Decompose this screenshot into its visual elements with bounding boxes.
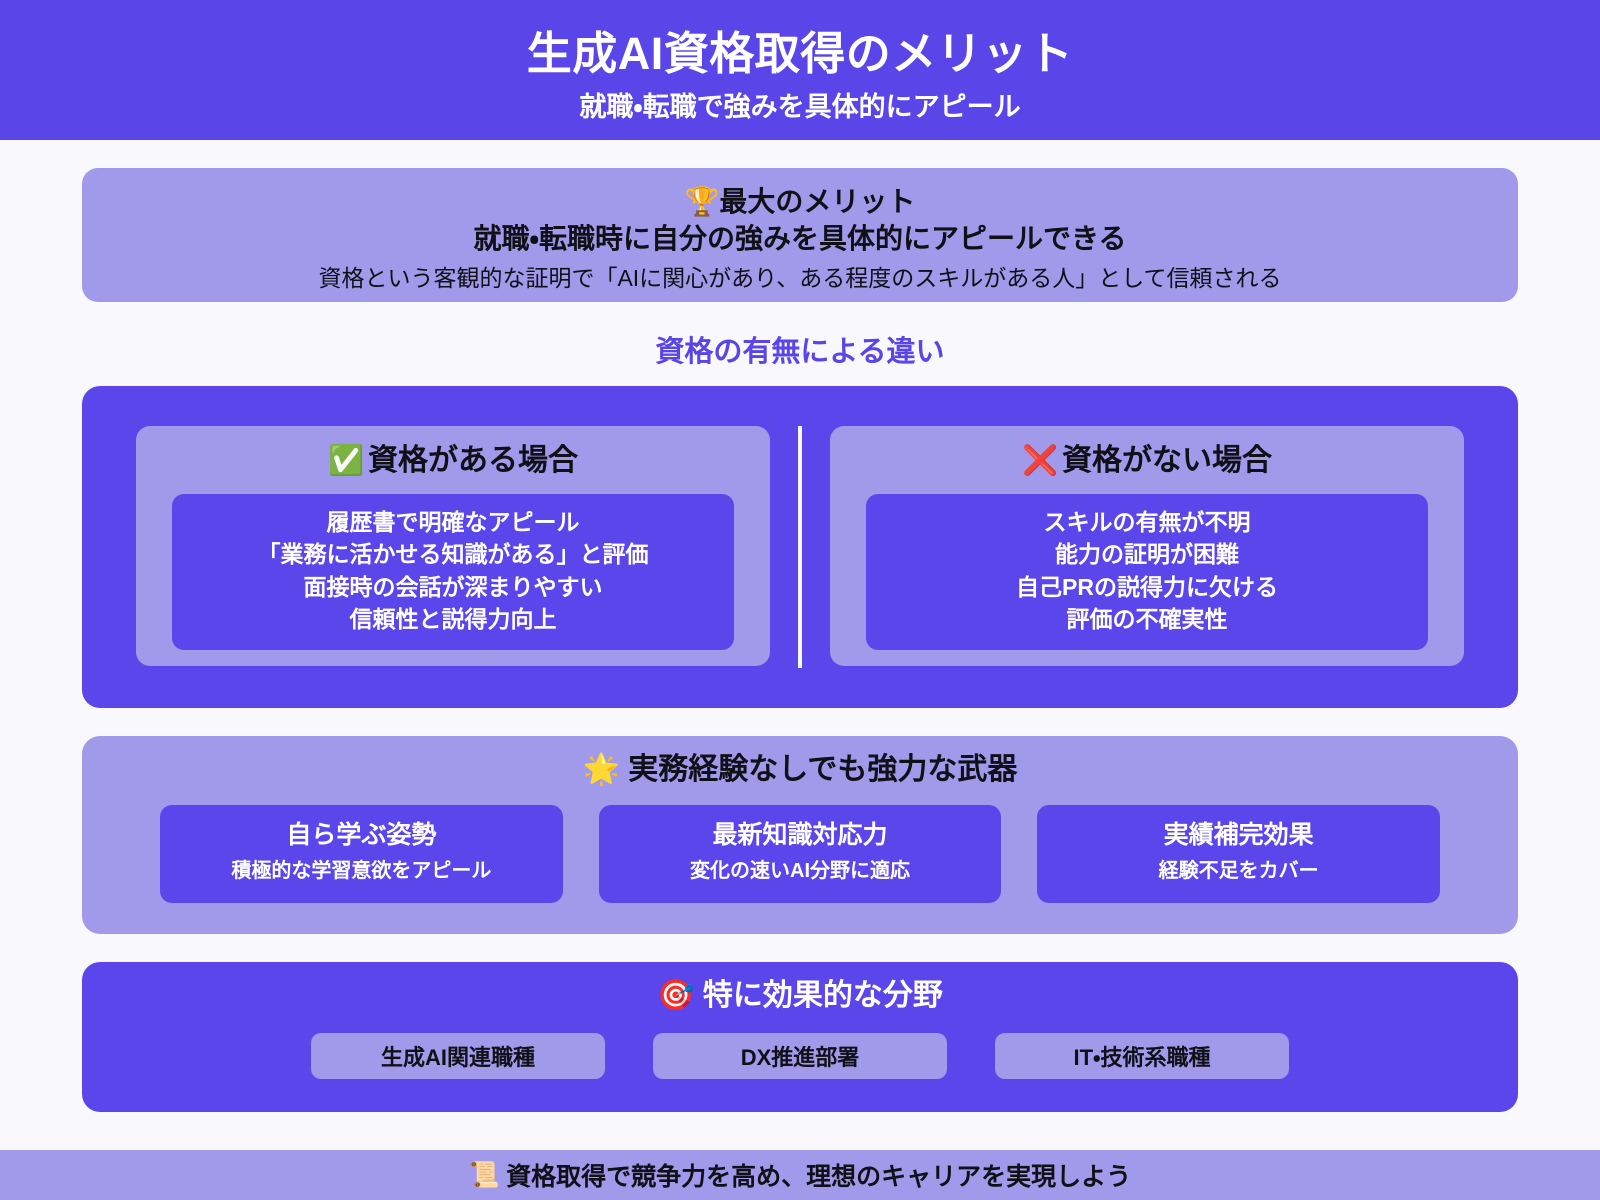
compare-card-without-title-row: ❌資格がない場合 [866,442,1428,480]
highlight-box: 🏆最大のメリット 就職・転職時に自分の強みを具体的にアピールできる 資格という客… [82,168,1518,302]
field-tag: IT・技術系職種 [995,1033,1289,1079]
glowing-star-icon: 🌟 [582,753,620,786]
comparison-divider [798,426,802,668]
compare-card-with-certification: ✅資格がある場合 履歴書で明確なアピール 「業務に活かせる知識がある」と評価 面… [136,426,770,666]
page-subtitle: 就職・転職で強みを具体的にアピール [579,92,1021,122]
compare-list-with: 履歴書で明確なアピール 「業務に活かせる知識がある」と評価 面接時の会話が深まり… [172,493,734,651]
weapon-card-title: 実績補完効果 [1163,821,1314,849]
weapon-card-title: 自ら学ぶ姿勢 [286,821,437,849]
compare-card-with-title-row: ✅資格がある場合 [172,442,734,480]
weapon-card: 最新知識対応力 変化の速いAI分野に適応 [598,805,1002,903]
direct-hit-icon: 🎯 [657,979,695,1012]
trophy-icon: 🏆 [684,186,720,217]
page-footer: 📜資格取得で競争力を高め、理想のキャリアを実現しよう [0,1150,1600,1200]
weapon-section-title: 実務経験なしでも強力な武器 [628,753,1018,786]
weapon-card-description: 変化の速いAI分野に適応 [690,859,910,882]
page-content: 🏆最大のメリット 就職・転職時に自分の強みを具体的にアピールできる 資格という客… [0,140,1600,1150]
highlight-label-row: 🏆最大のメリット [110,184,1490,219]
field-tag: DX推進部署 [653,1033,947,1079]
list-item: 履歴書で明確なアピール [326,508,580,535]
fields-section-title-row: 🎯 特に効果的な分野 [82,976,1518,1015]
weapon-card-title: 最新知識対応力 [712,821,888,849]
list-item: 能力の証明が困難 [1055,541,1239,568]
compare-card-without-title: 資格がない場合 [1062,444,1273,477]
page-header: 生成AI資格取得のメリット 就職・転職で強みを具体的にアピール [0,0,1600,140]
weapon-card-description: 経験不足をカバー [1158,859,1319,882]
fields-section-title: 特に効果的な分野 [702,979,943,1012]
check-mark-icon: ✅ [327,445,365,477]
highlight-main-text: 就職・転職時に自分の強みを具体的にアピールできる [473,223,1127,254]
comparison-section-title: 資格の有無による違い [655,336,945,368]
weapon-card-list: 自ら学ぶ姿勢 積極的な学習意欲をアピール 最新知識対応力 変化の速いAI分野に適… [160,805,1441,903]
field-tag: 生成AI関連職種 [311,1033,605,1079]
compare-list-without: スキルの有無が不明 能力の証明が困難 自己PRの説得力に欠ける 評価の不確実性 [866,493,1428,651]
scroll-icon: 📜 [468,1160,501,1189]
footer-text: 資格取得で競争力を高め、理想のキャリアを実現しよう [506,1163,1132,1191]
fields-section: 🎯 特に効果的な分野 生成AI関連職種 DX推進部署 IT・技術系職種 [82,962,1518,1112]
weapon-card: 自ら学ぶ姿勢 積極的な学習意欲をアピール [160,805,563,903]
cross-mark-icon: ❌ [1021,445,1059,477]
compare-card-without-certification: ❌資格がない場合 スキルの有無が不明 能力の証明が困難 自己PRの説得力に欠ける… [830,426,1464,666]
weapon-section: 🌟 実務経験なしでも強力な武器 自ら学ぶ姿勢 積極的な学習意欲をアピール 最新知… [82,736,1518,934]
list-item: 信頼性と説得力向上 [349,606,557,633]
list-item: 面接時の会話が深まりやすい [303,573,603,600]
page-title: 生成AI資格取得のメリット [526,27,1074,79]
list-item: 評価の不確実性 [1066,606,1228,633]
list-item: 「業務に活かせる知識がある」と評価 [257,541,649,568]
weapon-card-description: 積極的な学習意欲をアピール [231,859,492,882]
comparison-container: ✅資格がある場合 履歴書で明確なアピール 「業務に活かせる知識がある」と評価 面… [82,386,1518,708]
highlight-label: 最大のメリット [719,186,916,217]
compare-card-with-title: 資格がある場合 [368,444,579,477]
fields-tag-list: 生成AI関連職種 DX推進部署 IT・技術系職種 [82,1033,1518,1079]
weapon-section-title-row: 🌟 実務経験なしでも強力な武器 [160,750,1440,789]
weapon-card: 実績補完効果 経験不足をカバー [1037,805,1441,903]
highlight-description: 資格という客観的な証明で「AIに関心があり、ある程度のスキルがある人」として信頼… [318,265,1282,292]
list-item: 自己PRの説得力に欠ける [1016,573,1278,600]
list-item: スキルの有無が不明 [1043,508,1251,535]
